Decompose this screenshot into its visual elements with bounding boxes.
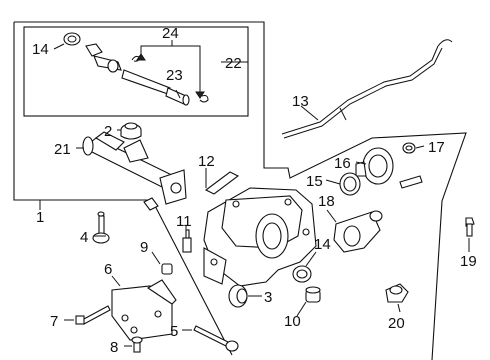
callout-22: 22	[225, 55, 242, 72]
tube-bracket-part-12	[204, 171, 240, 195]
callout-16: 16	[334, 155, 351, 172]
callout-14a: 14	[32, 41, 49, 58]
bushing-part-3	[228, 284, 248, 308]
small-bolt-near-tube	[143, 197, 159, 211]
callout-8: 8	[110, 339, 118, 356]
callout-7: 7	[50, 313, 58, 330]
callout-15: 15	[306, 173, 323, 190]
callout-11: 11	[176, 213, 192, 230]
callout-6: 6	[104, 261, 112, 278]
vent-cap-part	[120, 122, 142, 140]
bracket-bolt-part-8	[131, 336, 143, 353]
callout-23: 23	[166, 67, 183, 84]
flange-nut-part-20	[385, 283, 409, 303]
clip-arrow-head-2	[195, 91, 205, 99]
subassembly-inset-box	[23, 26, 249, 117]
bushing-part-9	[161, 263, 173, 275]
callout-17: 17	[428, 139, 445, 156]
spacer-part-10	[305, 286, 321, 303]
axle-tube-part	[82, 131, 187, 205]
pinion-seal-part-15	[339, 172, 361, 196]
assembly-outline-frame	[13, 21, 467, 360]
long-bolt-part-5	[193, 325, 239, 352]
callout-2: 2	[104, 123, 112, 140]
vent-hose-part	[281, 39, 453, 139]
axle-shaft-part	[85, 43, 190, 106]
callout-13: 13	[292, 93, 309, 110]
bearing-carrier-part-18	[333, 210, 383, 253]
callout-3: 3	[264, 289, 272, 306]
clip-arrow-head-1	[136, 53, 146, 61]
pinion-bolt-part	[399, 175, 423, 189]
mounting-stud-part	[92, 211, 110, 244]
leader-lines	[39, 40, 470, 347]
callout-9: 9	[140, 239, 148, 256]
differential-housing-part	[203, 187, 317, 287]
nut-washer-part-17	[402, 142, 416, 154]
callout-5: 5	[170, 323, 178, 340]
callout-21: 21	[54, 141, 71, 158]
mounting-bracket-part	[111, 279, 177, 341]
callout-12: 12	[198, 153, 215, 170]
sensor-part-11	[182, 229, 192, 253]
callout-14b: 14	[314, 236, 331, 253]
stud-bolt-part-19	[465, 217, 475, 237]
callout-18: 18	[318, 193, 335, 210]
pinion-flange-part-16	[355, 147, 394, 185]
callout-4: 4	[80, 229, 88, 246]
callout-10: 10	[284, 313, 301, 330]
shaft-seal-part-14b	[292, 265, 312, 283]
callout-20: 20	[388, 315, 405, 332]
shaft-seal-part	[63, 32, 81, 46]
bracket-bolt-part-7	[75, 305, 111, 325]
callout-24: 24	[162, 25, 179, 42]
callout-19: 19	[460, 253, 477, 270]
clip-bracket-lines	[140, 45, 201, 92]
callout-1: 1	[36, 209, 44, 226]
